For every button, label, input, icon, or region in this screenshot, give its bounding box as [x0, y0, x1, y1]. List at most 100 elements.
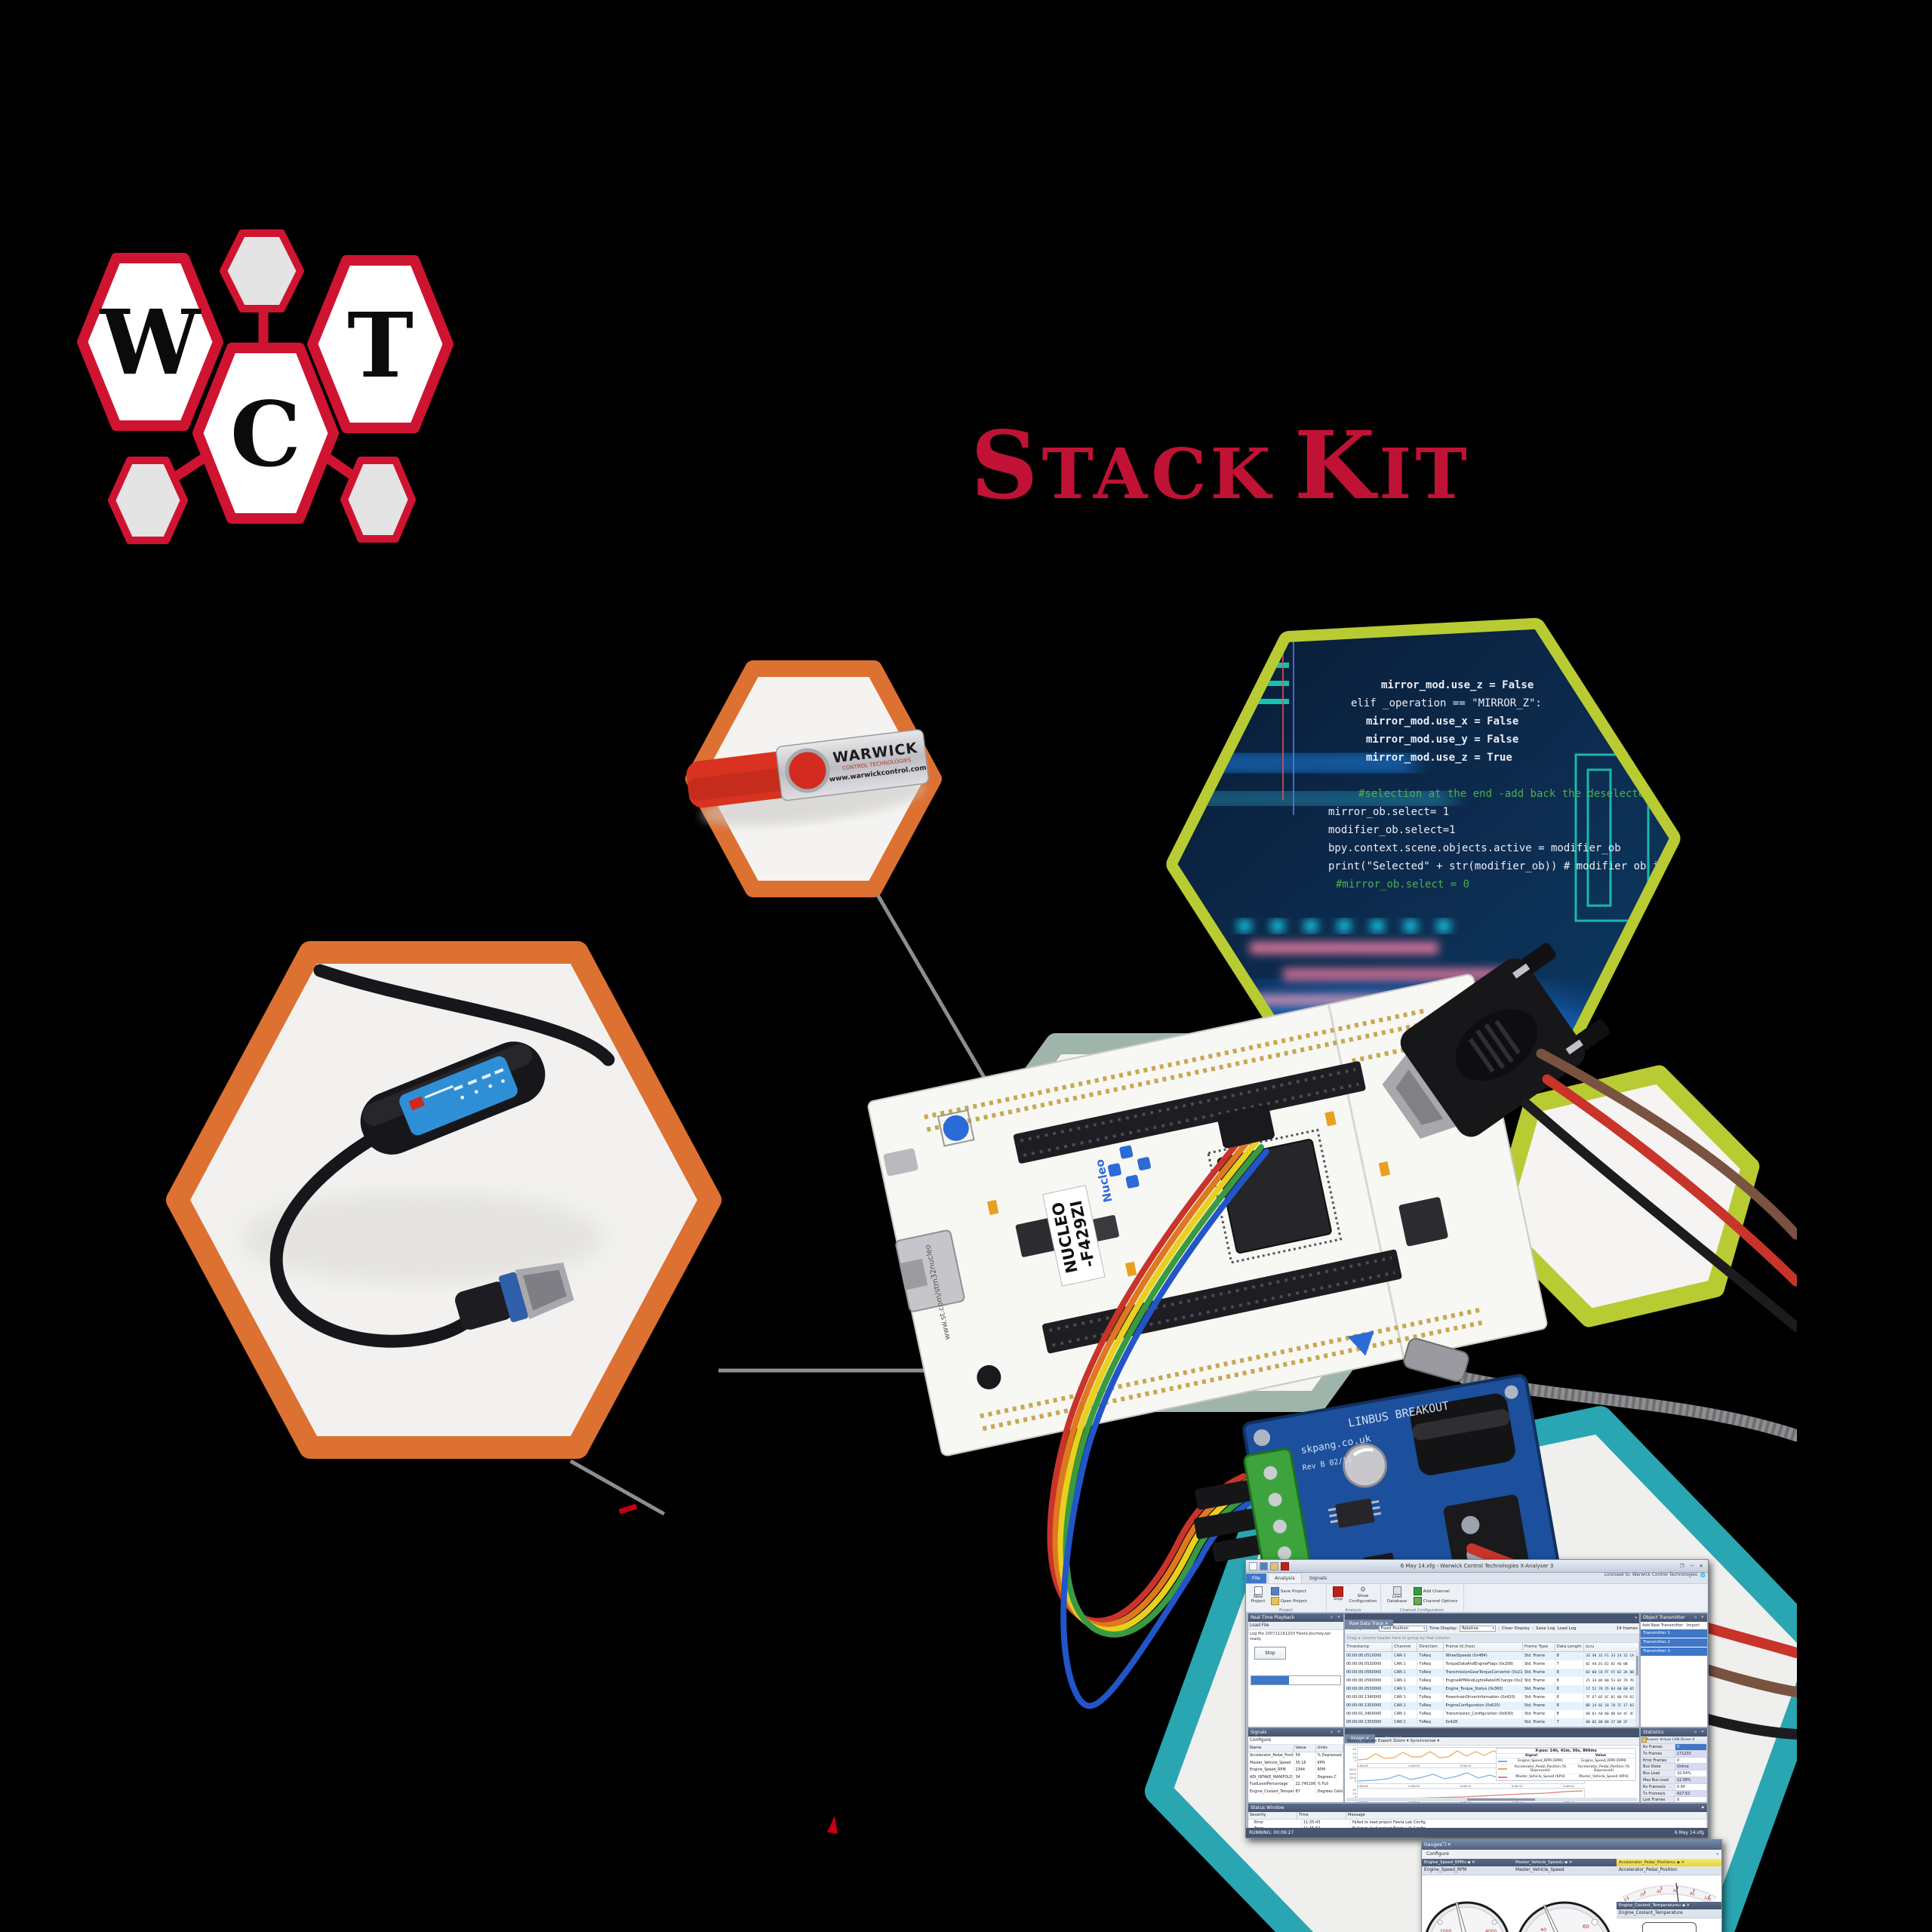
statistics-titlebar[interactable]: Statistics▫ ✕ [1641, 1728, 1707, 1737]
display-mode-select[interactable]: Fixed Position [1378, 1626, 1427, 1632]
gauges-window: Gauges❐ ✕ Configure ▾ Engine_Speed_RPM▫ … [1421, 1839, 1722, 1932]
blue-user-button [943, 1115, 969, 1141]
trace-header-row[interactable]: Timestamp Channel Direction Frame Id (he… [1345, 1643, 1639, 1652]
signals-titlebar[interactable]: Signals▫ ✕ [1248, 1728, 1343, 1737]
signal-row[interactable]: Accelerator_Pedal_Position59% Depressed [1248, 1752, 1343, 1760]
clear-display-button[interactable]: Clear Display [1502, 1626, 1531, 1631]
signal-row[interactable]: Engine_Coolant_Temperature87Degrees Cels… [1248, 1788, 1343, 1795]
svg-text:mirror_ob.select= 1: mirror_ob.select= 1 [1328, 806, 1449, 818]
pin-header-top [1013, 1061, 1366, 1164]
real-time-playback-panel: Real Time Playback▫ ✕ Load File Log file… [1247, 1613, 1344, 1727]
statusbar-filename: 6 May 14.xfg [1674, 1830, 1704, 1835]
svg-text:60: 60 [1673, 1889, 1678, 1894]
real-time-playback-titlebar[interactable]: Real Time Playback▫ ✕ [1248, 1614, 1343, 1622]
save-project-button[interactable]: Save Project [1271, 1587, 1324, 1595]
time-display-select[interactable]: Relative [1460, 1626, 1497, 1632]
can-usb-interface-cable [242, 964, 615, 1348]
logo-hex-bottomleft-small [108, 457, 188, 544]
logo-hex-w [77, 253, 223, 431]
vehicle-speed-gauge-panel: Master_Vehicle_Speed▫ ▪ ✕ Master_Vehicle… [1513, 1859, 1617, 1932]
channel-options-button[interactable]: Channel Options [1414, 1597, 1460, 1605]
engine-rpm-titlebar[interactable]: Engine_Speed_RPM▫ ▪ ✕ [1422, 1859, 1513, 1866]
coolant-temp-titlebar[interactable]: Engine_Coolant_Temperature▫ ▪ ✕ [1617, 1902, 1721, 1909]
show-configuration-button[interactable]: ⚙ Show Configuration [1349, 1586, 1377, 1604]
tab-analysis[interactable]: Analysis [1267, 1573, 1302, 1583]
save-log-button[interactable]: Save Log [1535, 1626, 1555, 1631]
signal-row[interactable]: ADI_INTAKE_MANIFOLD_TEMP34Degrees C [1248, 1774, 1343, 1781]
svg-text:#mirror_ob.select = 0: #mirror_ob.select = 0 [1336, 878, 1469, 891]
open-project-button[interactable]: Open Project [1271, 1597, 1324, 1605]
object-transmitter-panel: Object Transmitter▫ ✕ Add New Transmitte… [1640, 1613, 1708, 1727]
new-project-button[interactable]: New Project [1248, 1586, 1268, 1604]
scope-panel: Scope ✕ Gauges Select Signals Export Zoo… [1344, 1727, 1640, 1803]
save-icon[interactable] [1260, 1562, 1268, 1571]
vehicle-speed-label: Master_Vehicle_Speed [1513, 1866, 1617, 1875]
object-transmitter-titlebar[interactable]: Object Transmitter▫ ✕ [1641, 1614, 1707, 1622]
signals-panel: Signals▫ ✕ Configure Name Value Units Ac… [1247, 1727, 1344, 1803]
group-by-bar[interactable]: Drag a column header here to group by th… [1345, 1635, 1639, 1643]
scope-h-scrollbar[interactable] [1346, 1798, 1638, 1801]
open-icon[interactable] [1270, 1562, 1278, 1571]
transmitter-item[interactable]: Transmitter 1 [1641, 1629, 1707, 1638]
svg-text:print("Selected" + str(modifie: print("Selected" + str(modifier_ob)) # m… [1328, 860, 1690, 872]
tab-file[interactable]: File [1246, 1574, 1266, 1583]
tab-signals[interactable]: Signals [1309, 1575, 1327, 1581]
transmitter-item[interactable]: Transmitter 3 [1641, 1647, 1707, 1656]
help-icon[interactable]: 🌐 [1700, 1573, 1706, 1578]
scope-toolbar[interactable]: Select Signals Export Zoom ▾ Synchronise… [1345, 1737, 1639, 1746]
xpos-readout: X-pos: 14h, 41m, 36s, 866ms [1497, 1749, 1635, 1754]
load-database-button[interactable]: Load Database [1382, 1586, 1412, 1604]
stop-button[interactable]: Stop [1329, 1586, 1347, 1601]
x-analyser-titlebar[interactable]: 6 May 14.xfg - Warwick Control Technolog… [1246, 1560, 1708, 1573]
add-transmitter-link[interactable]: Add New Transmitter [1642, 1623, 1684, 1628]
vehicle-speed-titlebar[interactable]: Master_Vehicle_Speed▫ ▪ ✕ [1513, 1859, 1617, 1866]
status-window-titlebar[interactable]: Status Window▪ [1248, 1804, 1707, 1812]
can-driver-header[interactable]: Kvaser Virtual CAN Driver 0 [1641, 1737, 1707, 1744]
vehicle-speed-needle [1543, 1904, 1567, 1932]
load-database-icon [1392, 1586, 1401, 1595]
status-row: Error 11:35:52 Failed to load project Fi… [1248, 1826, 1707, 1828]
signals-rows[interactable]: Accelerator_Pedal_Position59% Depressed … [1248, 1752, 1343, 1795]
black-reset-button [977, 1364, 1001, 1389]
svg-text:modifier_ob.select=1: modifier_ob.select=1 [1328, 824, 1456, 836]
accel-pedal-titlebar[interactable]: Accelerator_Pedal_Position▫ ▪ ✕ [1617, 1859, 1721, 1866]
gauges-titlebar[interactable]: Gauges❐ ✕ [1422, 1840, 1721, 1850]
quick-access-toolbar [1249, 1562, 1289, 1571]
signals-configure-link[interactable]: Configure [1248, 1737, 1343, 1745]
trace-scrollbar[interactable] [1635, 1650, 1639, 1727]
load-log-button[interactable]: Load Log [1557, 1626, 1577, 1631]
transmitter-item[interactable]: Transmitter 2 [1641, 1638, 1707, 1647]
speed-series-swatch [1498, 1776, 1507, 1778]
svg-text:2000: 2000 [1440, 1929, 1451, 1932]
playback-stop-button[interactable]: Stop [1254, 1647, 1286, 1660]
panel-menu-icon[interactable]: ▾ [1635, 1616, 1637, 1620]
window-controls[interactable]: ❐ ─ ✕ [1679, 1563, 1706, 1569]
import-link[interactable]: Import [1686, 1623, 1700, 1628]
app-statusbar: RUNNING: 00:06:27 6 May 14.xfg [1246, 1828, 1708, 1838]
status-rows: Error 11:35:43 Failed to load project Fi… [1248, 1819, 1707, 1828]
menu-chevron-icon[interactable]: ▾ [1716, 1852, 1718, 1857]
accel-pedal-arc-gauge: 0 20 40 60 80 100 [1622, 1882, 1717, 1903]
record-icon[interactable] [1281, 1562, 1289, 1571]
add-channel-button[interactable]: Add Channel [1414, 1587, 1460, 1595]
logo-hex-top-small [220, 229, 304, 312]
